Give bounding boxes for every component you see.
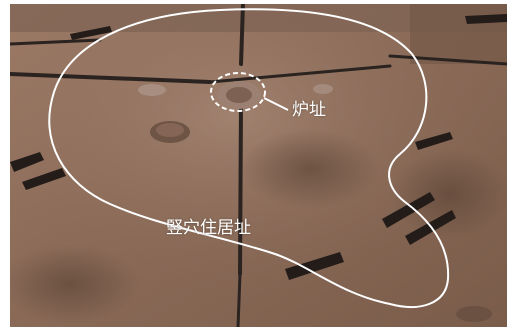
dwelling-label: 竪穴住居址 (166, 218, 251, 238)
far-right-ground (410, 4, 507, 64)
hearth-leader-line (263, 97, 289, 111)
trench-line (208, 64, 392, 84)
pit (313, 84, 333, 94)
post-hole (382, 192, 435, 228)
excavation-trenches (10, 4, 507, 327)
pits (138, 84, 492, 322)
post-hole (70, 26, 112, 40)
dark-soil-patch (240, 129, 380, 209)
pit (456, 306, 492, 322)
dark-soil-patch (10, 244, 140, 324)
excavation-scene (10, 4, 507, 327)
pit-rim (156, 123, 184, 137)
trench-line (10, 72, 212, 84)
post-hole (465, 14, 507, 24)
trench-line (236, 272, 242, 327)
dark-soil-patch (390, 149, 507, 239)
pit (138, 84, 166, 96)
post-hole (415, 132, 453, 150)
post-hole (22, 168, 66, 190)
post-hole (285, 252, 344, 280)
hearth-dashed-circle (210, 72, 266, 112)
excavation-photo (10, 4, 507, 327)
post-hole (10, 152, 44, 172)
hearth-feature (217, 81, 261, 109)
dwelling-outline (48, 8, 450, 308)
trench-line (238, 102, 243, 276)
trench-line (239, 4, 245, 66)
hearth-label: 炉址 (292, 100, 326, 120)
trench-line (10, 38, 102, 46)
trench-line (388, 54, 507, 66)
hearth-center (226, 87, 252, 103)
